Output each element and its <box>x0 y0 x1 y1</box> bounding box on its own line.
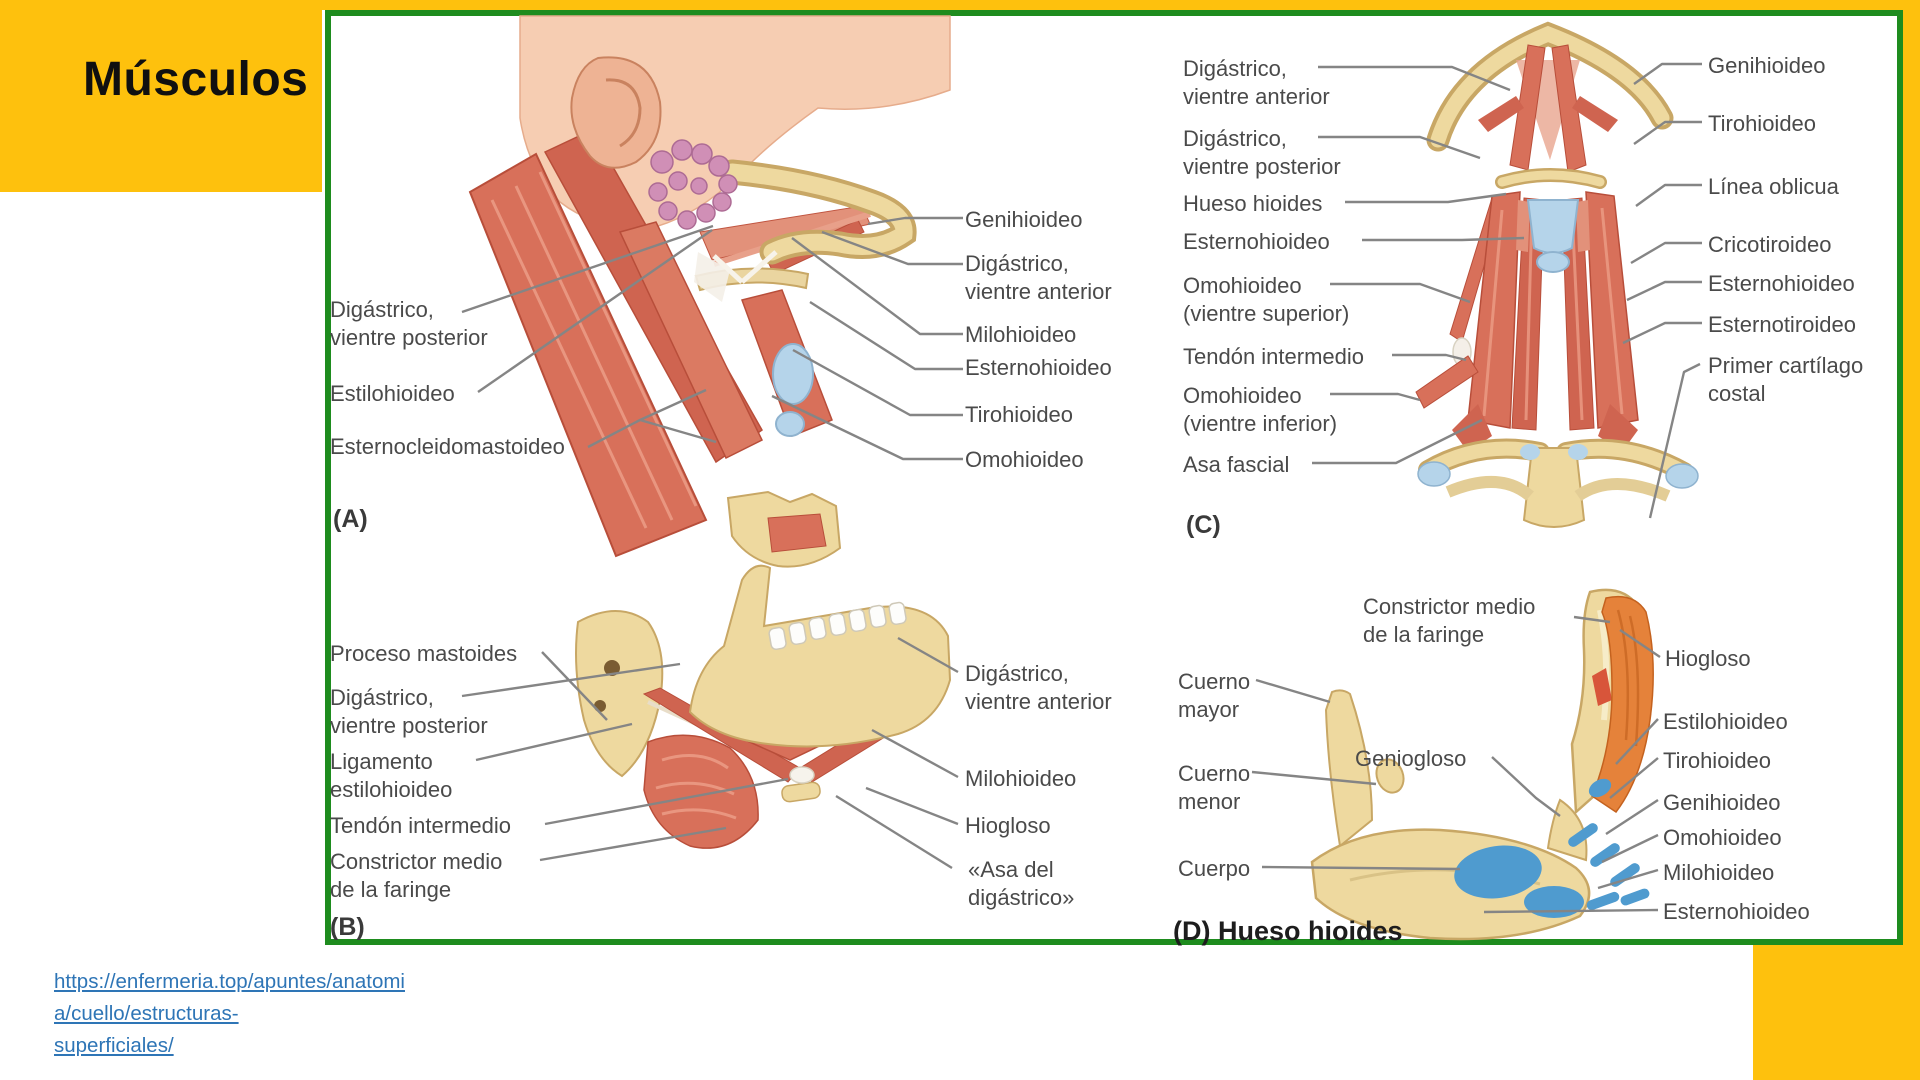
label-cuerno-menor-d: Cuerno menor <box>1178 761 1251 814</box>
label-estilohioideo-a: Estilohioideo <box>330 381 455 406</box>
label-omohioideo-vientre-superior-c: Omohioideo (vientre superior) <box>1183 273 1350 326</box>
label-cuerpo-d: Cuerpo <box>1178 856 1251 881</box>
label-esternohioideo-c-left: Esternohioideo <box>1183 229 1330 254</box>
label-esternocleidomastoideo-a: Esternocleidomastoideo <box>330 434 565 459</box>
label-asa-fascial-c: Asa fascial <box>1183 452 1290 477</box>
label-genihioideo-d: Genihioideo <box>1663 790 1781 815</box>
label-digastrico-vientre-anterior-b: Digástrico, vientre anterior <box>965 661 1112 714</box>
title-block: Músculos <box>0 0 322 192</box>
label-digastrico-vientre-anterior-a: Digástrico, vientre anterior <box>965 251 1112 304</box>
label-hueso-hioides-c: Hueso hioides <box>1183 191 1323 216</box>
label-proceso-mastoides-b: Proceso mastoides <box>330 641 518 666</box>
source-url-line-1: https://enfermeria.top/apuntes/anatomi <box>54 970 405 993</box>
label-constrictor-medio-b: Constrictor medio de la faringe <box>330 849 503 902</box>
label-esternohioideo-a: Esternohioideo <box>965 355 1112 380</box>
label-constrictor-medio-d: Constrictor medio de la faringe <box>1363 594 1536 647</box>
slide-title: Músculos <box>83 53 309 106</box>
label-estilohioideo-d: Estilohioideo <box>1663 709 1788 734</box>
label-esternohioideo-c-right: Esternohioideo <box>1708 271 1855 296</box>
panel-a-tag: (A) <box>333 505 368 533</box>
source-url-link[interactable]: https://enfermeria.top/apuntes/anatomi a… <box>54 966 405 1062</box>
label-ligamento-estilohioideo-b: Ligamento estilohioideo <box>330 749 453 802</box>
label-genihioideo-a: Genihioideo <box>965 207 1083 232</box>
label-geniogloso-d: Geniogloso <box>1355 746 1467 771</box>
label-milohioideo-d: Milohioideo <box>1663 860 1775 885</box>
label-digastrico-vientre-posterior-c: Digástrico, vientre posterior <box>1183 126 1341 179</box>
label-omohioideo-a: Omohioideo <box>965 447 1084 472</box>
panel-c-tag: (C) <box>1186 511 1221 539</box>
label-omohioideo-vientre-inferior-c: Omohioideo (vientre inferior) <box>1183 383 1338 436</box>
label-digastrico-vientre-anterior-c: Digástrico, vientre anterior <box>1183 56 1330 109</box>
label-tirohioideo-a: Tirohioideo <box>965 402 1074 427</box>
source-url-line-2: a/cuello/estructuras-superficiales/ <box>54 1002 239 1057</box>
panel-d-caption: (D) Hueso hioides <box>1173 916 1403 946</box>
label-digastrico-vientre-posterior-a: Digástrico, vientre posterior <box>330 297 488 350</box>
panel-b-tag: (B) <box>330 913 365 941</box>
label-tendon-intermedio-b: Tendón intermedio <box>330 813 512 838</box>
label-milohioideo-a: Milohioideo <box>965 322 1077 347</box>
label-primer-cartilago-costal-c: Primer cartílago costal <box>1708 353 1864 406</box>
label-digastrico-vientre-posterior-b: Digástrico, vientre posterior <box>330 685 488 738</box>
label-genihioideo-c: Genihioideo <box>1708 53 1826 78</box>
label-milohioideo-b: Milohioideo <box>965 766 1077 791</box>
label-hiogloso-b: Hiogloso <box>965 813 1051 838</box>
label-hiogloso-d: Hiogloso <box>1665 646 1751 671</box>
label-tendon-intermedio-c: Tendón intermedio <box>1183 344 1365 369</box>
label-asa-del-digastrico-b: «Asa del digástrico» <box>968 857 1075 910</box>
label-omohioideo-d: Omohioideo <box>1663 825 1782 850</box>
label-tirohioideo-d: Tirohioideo <box>1663 748 1772 773</box>
label-cricotiroideo-c: Cricotiroideo <box>1708 232 1832 257</box>
top-accent-strip <box>0 0 1920 10</box>
label-tirohioideo-c: Tirohioideo <box>1708 111 1817 136</box>
label-linea-oblicua-c: Línea oblicua <box>1708 174 1839 199</box>
label-cuerno-mayor-d: Cuerno mayor <box>1178 669 1251 722</box>
label-esternotiroideo-c: Esternotiroideo <box>1708 312 1856 337</box>
label-esternohioideo-d: Esternohioideo <box>1663 899 1810 924</box>
